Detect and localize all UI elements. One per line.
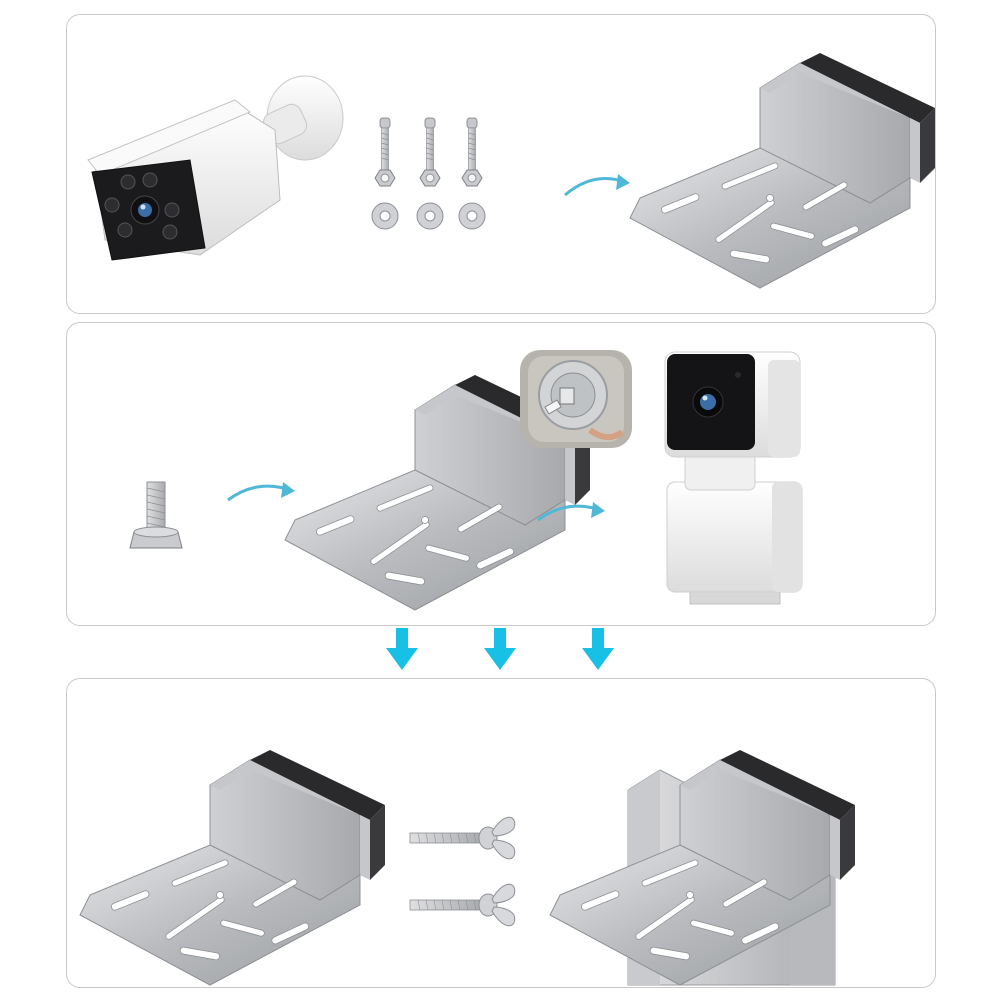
bolt-image <box>129 481 183 549</box>
down-arrows <box>386 628 614 670</box>
wing-bolt-image <box>409 816 516 927</box>
down-arrow-2 <box>484 628 516 670</box>
bullet-camera-image <box>87 75 344 261</box>
down-arrow-1 <box>386 628 418 670</box>
cube-camera-image <box>664 351 803 605</box>
bracket-image <box>629 52 936 289</box>
bracket-image <box>79 749 386 986</box>
bracket-mounted-image <box>549 749 856 986</box>
step-arrow-2 <box>227 484 291 502</box>
camera-base-image <box>520 350 632 448</box>
screw-set-image <box>371 117 486 230</box>
step-arrow-1 <box>564 176 626 197</box>
down-arrow-3 <box>582 628 614 670</box>
